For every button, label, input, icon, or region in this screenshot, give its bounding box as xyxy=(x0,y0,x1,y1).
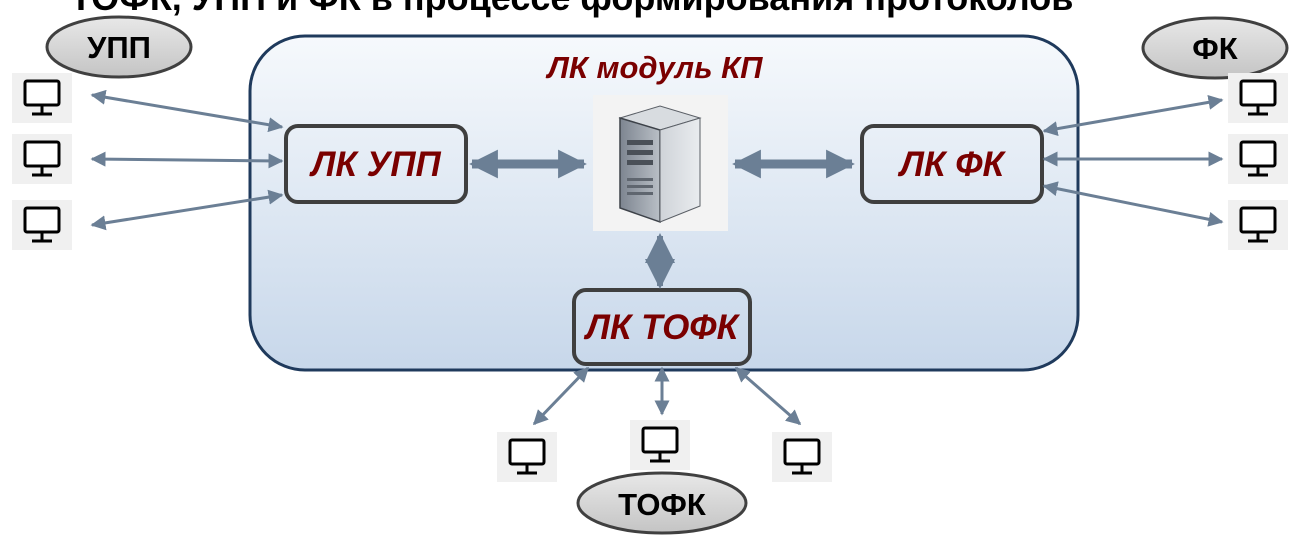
tofk-monitor-icon-1 xyxy=(497,432,557,482)
upp-monitor-icon-1 xyxy=(12,73,72,123)
box-lk-tofk: ЛК ТОФК xyxy=(572,288,752,366)
arrow-tofk-1 xyxy=(532,366,590,426)
box-lk-tofk-label: ЛК ТОФК xyxy=(583,308,741,347)
server-icon xyxy=(593,95,728,231)
upp-monitor-icon-2 xyxy=(12,134,72,184)
arrow-upp-2 xyxy=(90,151,284,169)
arrow-upp-1 xyxy=(90,89,284,133)
fk-monitor-icon-1 xyxy=(1228,73,1288,123)
fk-monitor-icon-2 xyxy=(1228,134,1288,184)
box-lk-fk: ЛК ФК xyxy=(860,124,1044,204)
group-upp-label: УПП xyxy=(87,30,151,65)
fk-monitor-icon-3 xyxy=(1228,200,1288,250)
arrow-fk-3 xyxy=(1042,181,1224,227)
module-label: ЛК модуль КП xyxy=(546,50,764,85)
group-upp-badge: УПП xyxy=(45,15,193,79)
diagram-title: ТОФК, УПП и ФК в процессе формирования п… xyxy=(70,0,1073,18)
arrow-upp-3 xyxy=(90,189,284,231)
arrow-tofk-3 xyxy=(734,366,802,426)
group-fk-badge: ФК xyxy=(1141,16,1289,80)
tofk-monitor-icon-2 xyxy=(630,420,690,470)
group-tofk-label: ТОФК xyxy=(618,487,706,522)
group-fk-label: ФК xyxy=(1192,31,1237,66)
upp-monitor-icon-3 xyxy=(12,200,72,250)
box-lk-fk-label: ЛК ФК xyxy=(897,145,1007,184)
group-tofk-badge: ТОФК xyxy=(576,471,748,535)
arrow-fk-1 xyxy=(1042,94,1224,137)
tofk-monitor-icon-3 xyxy=(772,432,832,482)
box-lk-upp: ЛК УПП xyxy=(284,124,468,204)
box-lk-upp-label: ЛК УПП xyxy=(308,145,441,184)
